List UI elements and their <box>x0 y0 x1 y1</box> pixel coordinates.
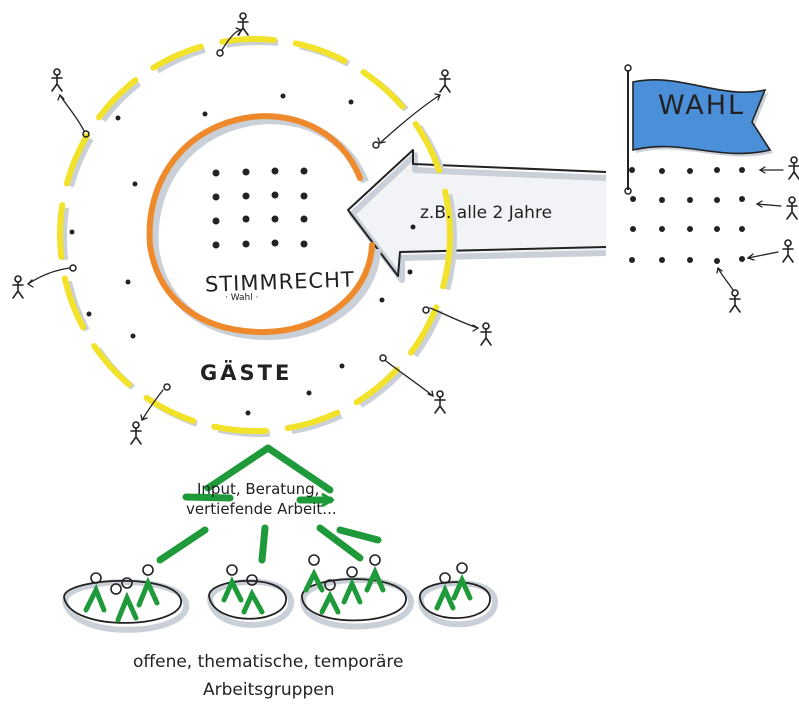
input-label-line2: vertiefende Arbeit... <box>186 500 337 518</box>
flag-label: WAHL <box>658 90 746 121</box>
voting-members-dots <box>212 167 308 249</box>
guest-dots <box>69 93 416 416</box>
voting-circle <box>146 113 381 341</box>
guests-label: GÄSTE <box>200 361 293 385</box>
arrow-label: z.B. alle 2 Jahre <box>420 203 553 223</box>
working-group-4 <box>418 562 498 628</box>
election-arrow <box>347 149 607 283</box>
guests-ring <box>57 36 457 437</box>
electorate-dots <box>629 167 745 264</box>
input-label-line1: Input, Beratung, <box>197 480 320 498</box>
election-flag <box>624 64 773 195</box>
working-groups-tree <box>156 444 382 564</box>
tree-arrowhead <box>321 492 335 508</box>
working-group-3 <box>300 554 415 630</box>
election-small-label: · Wahl · <box>225 293 259 303</box>
movement-arrows <box>26 27 784 421</box>
stick-figures <box>12 12 799 445</box>
groups-label-line1: offene, thematische, temporäre <box>133 652 404 672</box>
working-group-1 <box>61 564 190 633</box>
working-group-2 <box>207 564 294 628</box>
groups-label-line2: Arbeitsgruppen <box>203 680 335 700</box>
